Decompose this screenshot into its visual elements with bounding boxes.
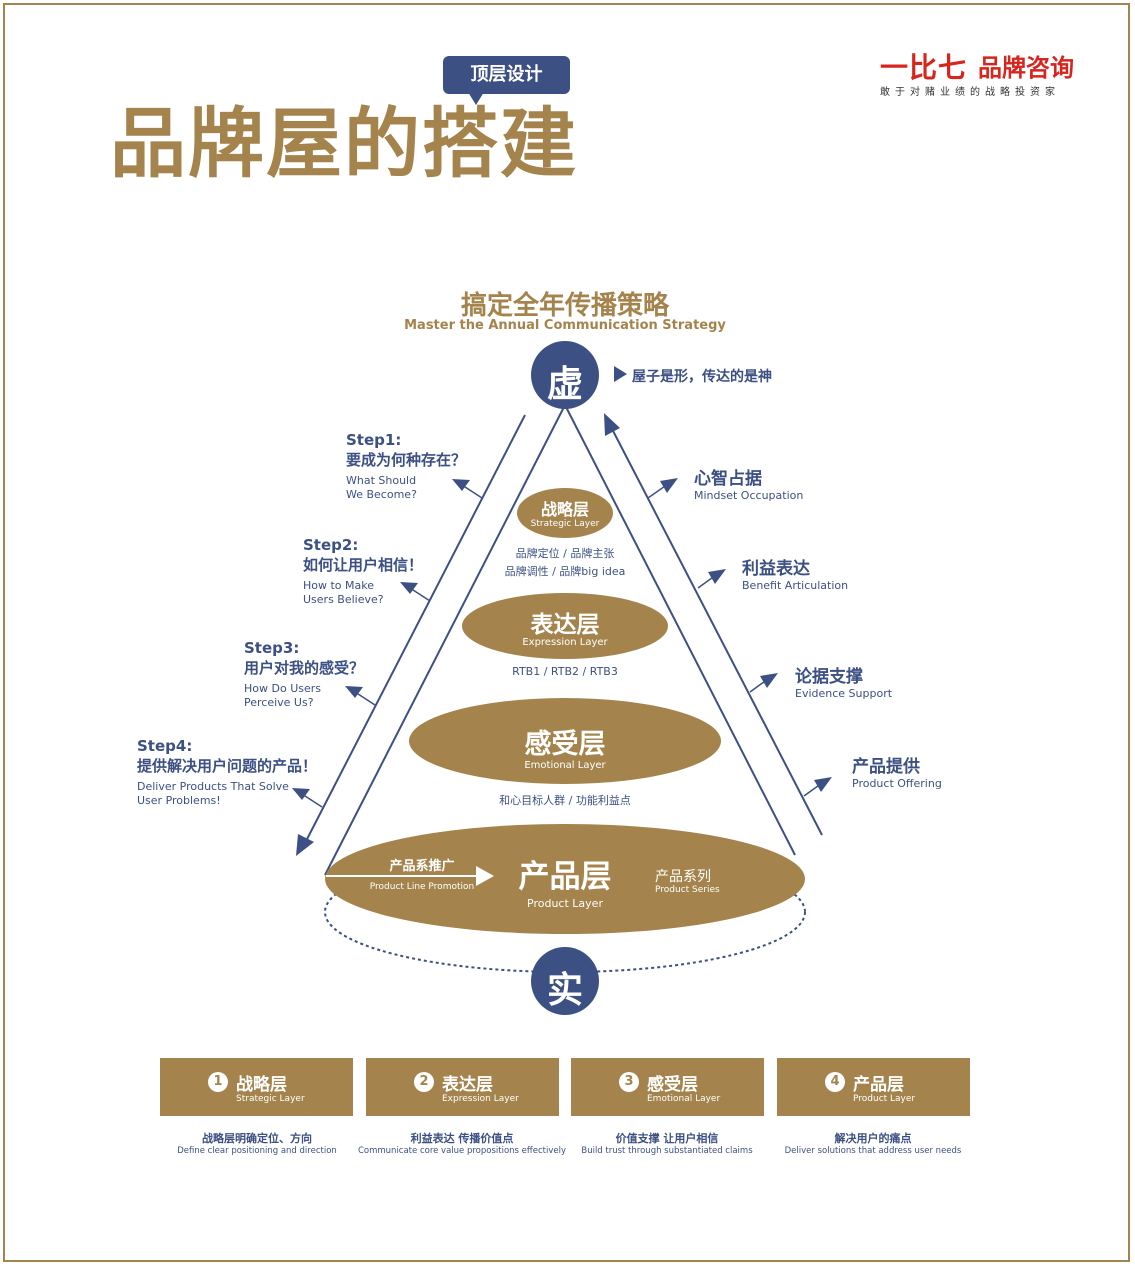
strategic-layer-cn: 战略层	[540, 500, 589, 519]
step3-cn: 用户对我的感受？	[244, 659, 365, 677]
strategic-note-1: 品牌定位 / 品牌主张	[515, 547, 615, 560]
emotional-layer-ellipse	[409, 698, 721, 784]
box-2-cn: 表达层	[442, 1075, 493, 1095]
product-line-en: Product Line Promotion	[369, 882, 475, 892]
product-layer-ellipse	[325, 824, 805, 934]
box-emotional: 3 感受层 Emotional Layer	[571, 1058, 764, 1116]
step1-cn: 要成为何种存在？	[346, 451, 467, 469]
page-frame	[3, 3, 1130, 1262]
bottom-circle	[531, 947, 599, 1015]
right-label-2: 利益表达 Benefit Articulation	[742, 554, 848, 592]
top-circle-label: 虚	[546, 364, 583, 405]
diagram-subtitle: Master the Annual Communication Strategy	[404, 318, 726, 333]
brand-name: 品牌咨询	[978, 54, 1074, 82]
right-label-3: 论据支撑 Evidence Support	[795, 662, 892, 700]
product-series-en: Product Series	[655, 885, 720, 895]
right-label-4-en: Product Offering	[852, 777, 942, 790]
right-label-4: 产品提供 Product Offering	[852, 752, 942, 790]
box-3-number: 3	[619, 1072, 639, 1092]
box-2-en: Expression Layer	[442, 1094, 519, 1104]
strategic-layer-ellipse	[517, 488, 613, 538]
expression-layer-cn: 表达层	[530, 612, 600, 638]
step4: Step4: 提供解决用户问题的产品！ Deliver Products Tha…	[137, 737, 317, 808]
box-1-cn: 战略层	[236, 1075, 287, 1095]
right-flow-line	[609, 424, 823, 836]
right-flow-arrowhead	[604, 413, 620, 436]
step4-en: Deliver Products That Solve User Problem…	[137, 780, 289, 807]
pyramid-left-edge	[324, 404, 566, 876]
right-label-1-en: Mindset Occupation	[694, 489, 804, 502]
right-label-2-cn: 利益表达	[742, 559, 810, 579]
top-note: 屋子是形，传达的是神	[632, 369, 772, 385]
product-series-cn: 产品系列	[655, 869, 711, 885]
step3: Step3: 用户对我的感受？ How Do Users Perceive Us…	[244, 639, 364, 710]
box-1-number: 1	[208, 1072, 228, 1092]
brand-logo: 一比七	[880, 51, 968, 84]
step2-head: Step2:	[303, 536, 359, 554]
box-3-en: Emotional Layer	[647, 1094, 721, 1104]
right-label-1: 心智占据 Mindset Occupation	[694, 464, 803, 502]
step1: Step1: 要成为何种存在？ What Should We Become?	[346, 431, 466, 502]
emotional-note: 和心目标人群 / 功能利益点	[499, 794, 631, 807]
box-4-caption-cn: 解决用户的痛点	[834, 1132, 912, 1145]
box-4-cn: 产品层	[853, 1075, 904, 1095]
box-1-caption-en: Define clear positioning and direction	[177, 1146, 337, 1156]
right-label-3-cn: 论据支撑	[795, 667, 863, 687]
step3-en: How Do Users Perceive Us?	[244, 682, 321, 709]
bottom-circle-label: 实	[546, 970, 583, 1011]
box-1-caption-cn: 战略层明确定位、方向	[202, 1132, 312, 1145]
box-4-number: 4	[825, 1072, 845, 1092]
top-note-arrow	[614, 366, 627, 382]
box-strategic: 1 战略层 Strategic Layer	[160, 1058, 353, 1116]
base-dashed-ellipse	[324, 851, 806, 973]
brand-slogan: 敢于对赌业绩的战略投资家	[880, 87, 1060, 98]
box-2-number: 2	[414, 1072, 434, 1092]
box-2-caption-en: Communicate core value propositions effe…	[357, 1146, 567, 1156]
pyramid-right-edge	[564, 404, 796, 856]
product-layer-en: Product Layer	[527, 897, 603, 910]
box-3-caption-en: Build trust through substantiated claims	[581, 1146, 753, 1156]
step-arrows	[292, 479, 483, 808]
left-flow-arrowhead	[296, 834, 314, 856]
step3-head: Step3:	[244, 639, 300, 657]
emotional-layer-cn: 感受层	[524, 729, 606, 760]
expression-layer-en: Expression Layer	[522, 637, 608, 648]
emotional-layer-en: Emotional Layer	[524, 760, 606, 771]
step1-head: Step1:	[346, 431, 402, 449]
box-3-caption-cn: 价值支撑 让用户相信	[615, 1132, 719, 1145]
top-design-tag: 顶层设计	[443, 56, 570, 94]
box-3-cn: 感受层	[647, 1075, 698, 1095]
step2-en: How to Make Users Believe?	[303, 579, 384, 606]
box-4-caption-en: Deliver solutions that address user need…	[784, 1146, 962, 1156]
strategic-note-2: 品牌调性 / 品牌big idea	[504, 565, 626, 578]
right-label-2-en: Benefit Articulation	[742, 579, 849, 592]
box-1-en: Strategic Layer	[236, 1094, 305, 1104]
step2-cn: 如何让用户相信！	[303, 556, 424, 574]
strategic-layer-en: Strategic Layer	[530, 519, 600, 529]
left-flow-line	[303, 414, 526, 846]
right-label-1-cn: 心智占据	[694, 469, 762, 489]
step1-en: What Should We Become?	[346, 474, 417, 501]
top-circle	[531, 341, 599, 409]
box-2-caption-cn: 利益表达 传播价值点	[410, 1132, 514, 1145]
right-arrows	[647, 478, 832, 797]
box-expression: 2 表达层 Expression Layer	[366, 1058, 559, 1116]
diagram-title: 搞定全年传播策略	[460, 291, 669, 321]
page-title: 品牌屋的搭建	[110, 99, 578, 188]
step2: Step2: 如何让用户相信！ How to Make Users Believ…	[303, 536, 423, 607]
product-layer-cn: 产品层	[518, 859, 612, 895]
step4-cn: 提供解决用户问题的产品！	[137, 757, 318, 775]
tag-tail	[468, 92, 484, 105]
box-product: 4 产品层 Product Layer	[777, 1058, 970, 1116]
product-line-cn: 产品系推广	[389, 859, 455, 874]
step4-head: Step4:	[137, 737, 193, 755]
expression-note: RTB1 / RTB2 / RTB3	[512, 665, 618, 678]
expression-layer-ellipse	[462, 593, 668, 659]
box-4-en: Product Layer	[853, 1094, 916, 1104]
right-label-4-cn: 产品提供	[852, 757, 920, 777]
right-label-3-en: Evidence Support	[795, 687, 893, 700]
